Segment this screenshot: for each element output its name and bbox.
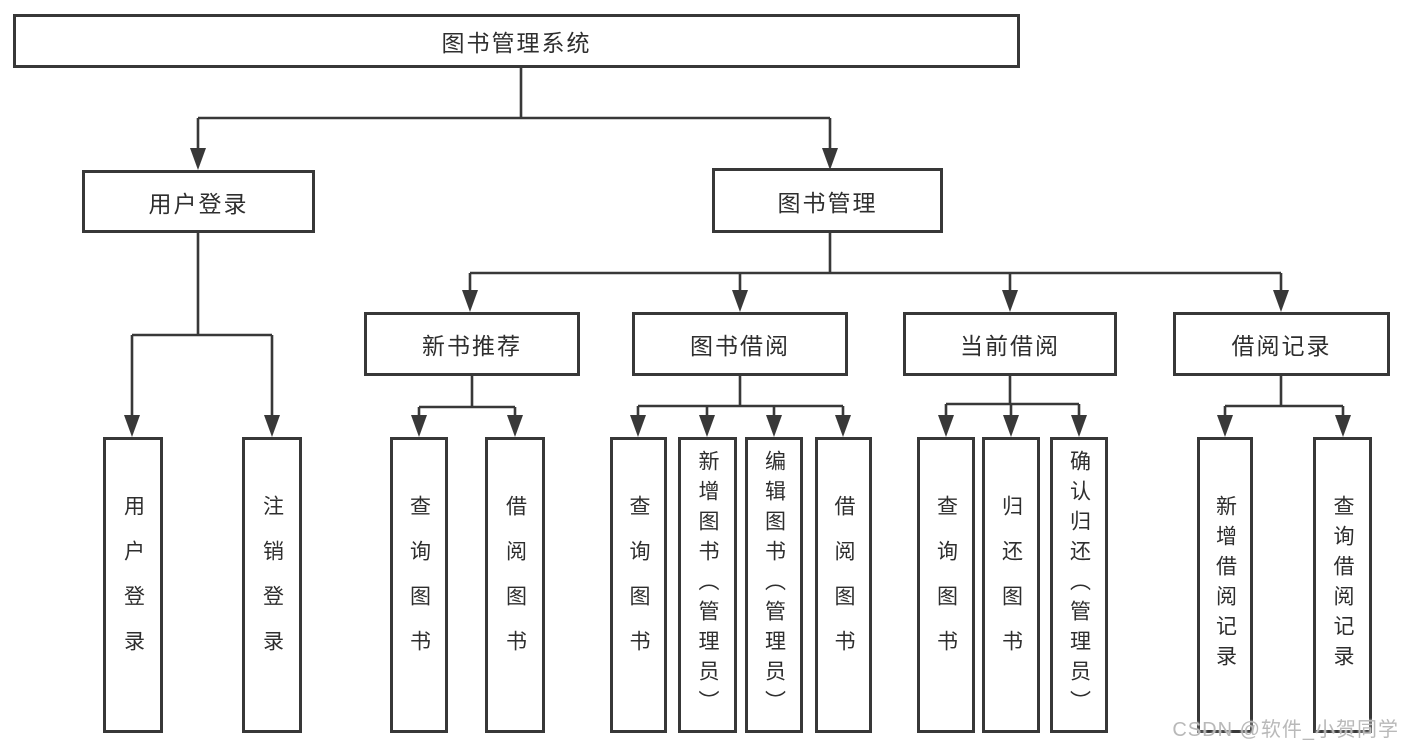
node-current-borrowing: 当前借阅 — [903, 312, 1117, 376]
node-label: 新增借阅记录 — [1213, 495, 1237, 675]
watermark: CSDN @软件_小贺同学 — [1172, 719, 1399, 741]
node-user-login: 用户登录 — [82, 170, 315, 233]
node-borrow-books: 借阅图书 — [485, 437, 545, 733]
node-label: 归还图书 — [999, 495, 1023, 675]
node-confirm-return-admin: 确认归还（管理员） — [1050, 437, 1108, 733]
node-label: 编辑图书（管理员） — [762, 450, 786, 720]
node-label: 图书管理系统 — [441, 30, 592, 56]
node-label: 确认归还（管理员） — [1067, 450, 1091, 720]
node-label: 查询图书 — [934, 495, 958, 675]
node-label: 新书推荐 — [422, 333, 522, 359]
node-edit-books-admin: 编辑图书（管理员） — [745, 437, 803, 733]
node-label: 新增图书（管理员） — [696, 450, 719, 720]
node-query-books: 查询图书 — [390, 437, 448, 733]
node-add-books-admin: 新增图书（管理员） — [678, 437, 737, 733]
node-label: 借阅记录 — [1231, 333, 1332, 359]
node-label: 借阅图书 — [832, 495, 855, 675]
node-label: 用户登录 — [121, 495, 145, 675]
node-label: 图书借阅 — [690, 333, 790, 359]
node-borrowing-records: 借阅记录 — [1173, 312, 1390, 376]
node-borrow-books: 借阅图书 — [815, 437, 872, 733]
node-new-book-recommendation: 新书推荐 — [364, 312, 580, 376]
node-logout: 注销登录 — [242, 437, 302, 733]
node-query-borrow-record: 查询借阅记录 — [1313, 437, 1372, 733]
node-add-borrow-record: 新增借阅记录 — [1197, 437, 1253, 733]
node-query-books: 查询图书 — [610, 437, 667, 733]
node-book-borrowing: 图书借阅 — [632, 312, 848, 376]
node-label: 查询图书 — [627, 495, 650, 675]
node-label: 查询借阅记录 — [1331, 495, 1354, 675]
node-return-books: 归还图书 — [982, 437, 1040, 733]
node-user-login-leaf: 用户登录 — [103, 437, 163, 733]
node-query-books: 查询图书 — [917, 437, 975, 733]
node-label: 查询图书 — [407, 495, 431, 675]
node-label: 借阅图书 — [503, 495, 527, 675]
node-label: 图书管理 — [777, 189, 878, 216]
node-label: 注销登录 — [260, 495, 284, 675]
node-book-management: 图书管理 — [712, 168, 943, 233]
node-library-management-system: 图书管理系统 — [13, 14, 1020, 68]
node-label: 当前借阅 — [960, 333, 1060, 359]
node-label: 用户登录 — [148, 190, 249, 217]
